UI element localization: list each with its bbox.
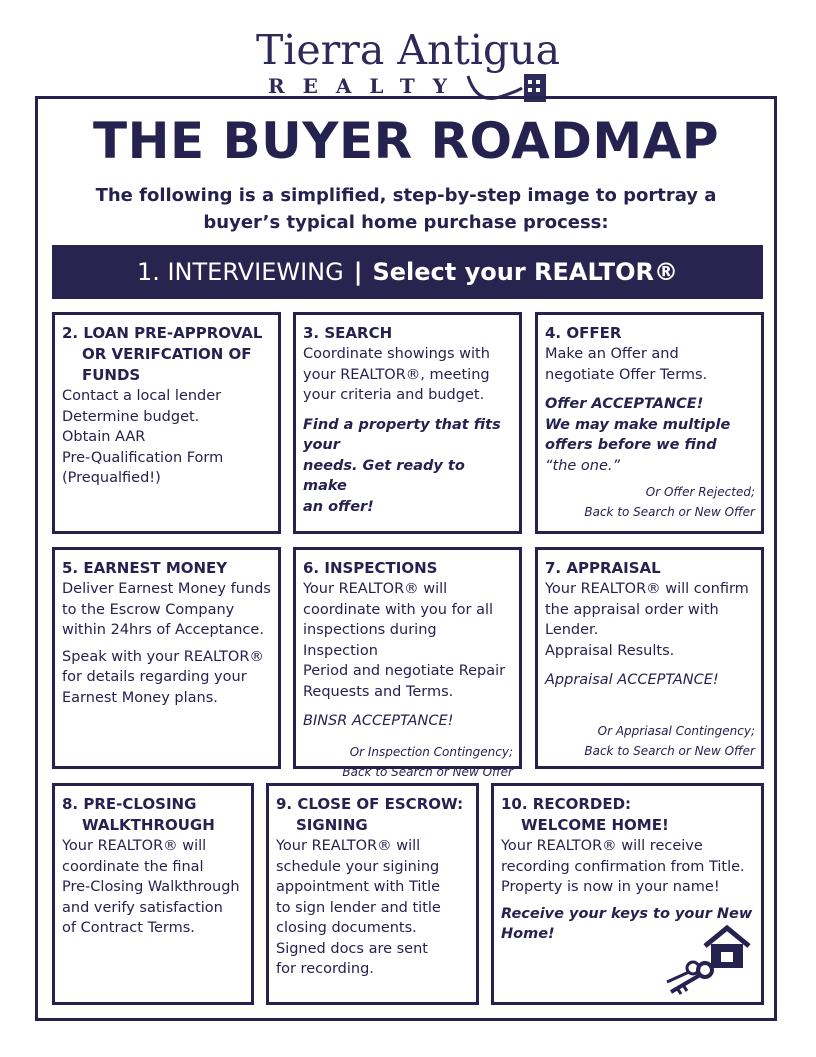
step-2-box: 2. LOAN PRE-APPROVAL OR VERIFCATION OF F… (52, 312, 281, 534)
step-6-line: Period and negotiate Repair (303, 663, 506, 679)
step-6-box: 6. INSPECTIONS Your REALTOR® will coordi… (293, 547, 522, 779)
step-5-line: Earnest Money plans. (62, 689, 218, 706)
step-9-line: Signed docs are sent (276, 940, 428, 957)
step-10-title-line2: WELCOME HOME! (521, 816, 669, 834)
step-10-emphasis: Receive your keys to your New (501, 905, 753, 922)
step-6-title: 6. INSPECTIONS (303, 559, 438, 577)
step-7-note: Or Appriasal Contingency; (597, 723, 755, 738)
step-5-line: Speak with your REALTOR® (62, 648, 264, 665)
step-4-note: Or Offer Rejected; (645, 485, 755, 499)
step-6-line: coordinate with you for all (303, 601, 494, 618)
step-4-emphasis: offers before we find (545, 437, 717, 453)
step-7-line: Appraisal Results. (545, 642, 675, 659)
step-10-line: Property is now in your name! (501, 879, 720, 895)
step-7-note: Back to Search or New Offer (584, 743, 755, 758)
step-9-line: closing documents. (276, 920, 417, 936)
step-2-line: Obtain AAR (62, 429, 146, 445)
step-6-line: inspections during Inspection (303, 622, 437, 659)
step-9-line: Your REALTOR® will (276, 838, 421, 854)
step-7-box: 7. APPRAISAL Your REALTOR® will confirm … (535, 547, 764, 769)
step-3-emphasis: an offer! (303, 498, 374, 515)
step-8-box: 8. PRE-CLOSING WALKTHROUGH Your REALTOR®… (52, 783, 254, 1005)
step-4-line: Make an Offer and (545, 346, 679, 362)
step-7-emphasis: Appraisal ACCEPTANCE! (545, 672, 719, 688)
page-subtitle: The following is a simplified, step-by-s… (95, 185, 717, 233)
step-3-line: your REALTOR®, meeting (303, 366, 490, 383)
step-1-banner: 1. INTERVIEWING | Select your REALTOR® (52, 245, 763, 299)
step-4-title: 4. OFFER (545, 324, 622, 342)
step-2-line: Determine budget. (62, 408, 200, 425)
step-6-line: Your REALTOR® will (303, 581, 448, 597)
step-9-line: schedule your sigining (276, 858, 440, 875)
step-5-line: to the Escrow Company (62, 601, 235, 618)
house-with-keys-icon (666, 924, 751, 995)
step-5-title: 5. EARNEST MONEY (62, 559, 228, 577)
step-5-box: 5. EARNEST MONEY Deliver Earnest Money f… (52, 547, 281, 769)
step-8-title-line1: 8. PRE-CLOSING (62, 795, 197, 813)
step-8-line: Your REALTOR® will (62, 838, 207, 854)
step-10-box: 10. RECORDED: WELCOME HOME! Your REALTOR… (491, 783, 764, 1005)
step-7-line: the appraisal order with (545, 601, 719, 618)
step-9-line: appointment with Title (276, 879, 441, 895)
step-6-emphasis: BINSR ACCEPTANCE! (303, 713, 454, 729)
step-2-line: Pre-Qualification Form (62, 449, 224, 466)
step-3-line: Coordinate showings with (303, 346, 490, 362)
step-9-line: for recording. (276, 961, 374, 977)
step-3-box: 3. SEARCH Coordinate showings with your … (293, 312, 522, 534)
step-9-line: to sign lender and title (276, 899, 441, 916)
banner-separator: | (353, 258, 363, 286)
step-4-line: negotiate Offer Terms. (545, 366, 708, 383)
page-frame (35, 96, 777, 1021)
step-9-box: 9. CLOSE OF ESCROW: SIGNING Your REALTOR… (266, 783, 479, 1005)
step-8-line: of Contract Terms. (62, 920, 195, 936)
step-4-emphasis: We may make multiple (545, 416, 731, 433)
step-5-line: Deliver Earnest Money funds (62, 581, 271, 597)
banner-step: 1. INTERVIEWING (136, 258, 344, 286)
step-2-title-line1: 2. LOAN PRE-APPROVAL (62, 324, 263, 342)
step-3-emphasis: Find a property that fits your (303, 416, 501, 454)
step-2-line: (Prequalfied!) (62, 470, 161, 486)
logo: Tierra Antigua REALTY (0, 22, 816, 102)
logo-subtitle: REALTY (268, 74, 465, 98)
step-4-box: 4. OFFER Make an Offer and negotiate Off… (535, 312, 764, 534)
step-8-line: Pre-Closing Walkthrough (62, 879, 240, 895)
logo-title: Tierra Antigua (255, 26, 561, 74)
step-6-note: Back to Search or New Offer (342, 764, 513, 779)
step-6-line: Requests and Terms. (303, 683, 454, 700)
step-3-line: your criteria and budget. (303, 387, 485, 403)
step-4-note: Back to Search or New Offer (584, 505, 755, 519)
step-7-title: 7. APPRAISAL (545, 559, 661, 577)
step-9-title-line1: 9. CLOSE OF ESCROW: (276, 795, 464, 813)
step-7-line: Lender. (545, 622, 599, 638)
step-6-note: Or Inspection Contingency; (349, 744, 513, 759)
step-2-title-line2: OR VERIFCATION OF (82, 345, 252, 363)
step-4-emphasis: Offer ACCEPTANCE! (545, 396, 704, 412)
page-title: THE BUYER ROADMAP (93, 112, 719, 170)
step-7-line: Your REALTOR® will confirm (545, 581, 749, 597)
step-9-title-line2: SIGNING (296, 816, 368, 834)
step-10-line: recording confirmation from Title. (501, 858, 745, 875)
banner-action: Select your REALTOR® (372, 258, 679, 286)
step-4-emphasis: “the one.” (545, 457, 621, 474)
step-5-line: for details regarding your (62, 669, 247, 685)
step-2-line: Contact a local lender (62, 388, 222, 404)
step-10-emphasis: Home! (501, 926, 555, 942)
step-5-line: within 24hrs of Acceptance. (62, 622, 264, 638)
step-10-title-line1: 10. RECORDED: (501, 795, 632, 813)
step-10-line: Your REALTOR® will receive (501, 838, 703, 854)
step-8-title-line2: WALKTHROUGH (82, 816, 215, 834)
step-2-title-line3: FUNDS (82, 366, 141, 384)
step-8-line: coordinate the final (62, 858, 204, 875)
step-3-emphasis: needs. Get ready to make (303, 457, 465, 495)
step-3-title: 3. SEARCH (303, 324, 393, 342)
step-8-line: and verify satisfaction (62, 899, 223, 916)
